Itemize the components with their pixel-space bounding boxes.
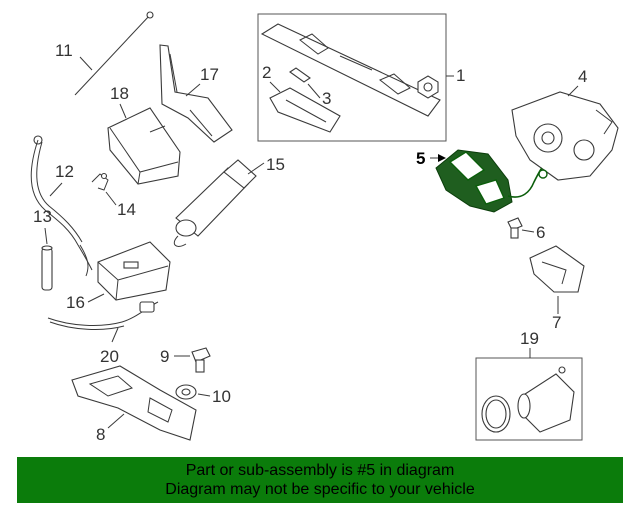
- callout-20: 20: [100, 347, 119, 366]
- leader-18: [119, 103, 127, 119]
- leader-2: [269, 81, 281, 93]
- part-3-pin[interactable]: [289, 67, 311, 83]
- part-13-cylinder[interactable]: [41, 245, 53, 291]
- part-10-washer[interactable]: [175, 384, 197, 400]
- callout-3: 3: [322, 89, 331, 108]
- callout-10: 10: [212, 387, 231, 406]
- callout-7: 7: [552, 313, 561, 332]
- leader-6: [521, 229, 535, 233]
- banner-line-2: Diagram may not be specific to your vehi…: [165, 481, 475, 498]
- callout-14: 14: [117, 200, 136, 219]
- callout-9: 9: [160, 347, 169, 366]
- assembly-box-1: [257, 13, 447, 142]
- callout-12: 12: [55, 162, 74, 181]
- banner-line-1: Part or sub-assembly is #5 in diagram: [185, 462, 455, 479]
- info-banner: Part or sub-assembly is #5 in diagram Di…: [17, 457, 623, 503]
- part-12-wiring-harness[interactable]: [30, 139, 93, 277]
- leader-8: [107, 413, 125, 429]
- part-6-bolt[interactable]: [507, 217, 523, 239]
- arrow-5-icon: [438, 154, 446, 162]
- part-18-module[interactable]: [107, 107, 181, 185]
- part-5-latch-assembly[interactable]: [435, 149, 548, 213]
- callout-15: 15: [266, 155, 285, 174]
- part-15-lock-actuator[interactable]: [173, 159, 257, 247]
- parts-diagram: 11 12 13 14 18 17 15: [30, 11, 619, 444]
- callout-8: 8: [96, 425, 105, 444]
- leader-15: [247, 162, 265, 175]
- part-1-handle-housing[interactable]: [260, 23, 441, 117]
- part-2-switch[interactable]: [269, 87, 341, 133]
- part-11-gas-strut[interactable]: [33, 11, 154, 145]
- callout-5: 5: [416, 149, 425, 168]
- callout-4: 4: [578, 67, 587, 86]
- callout-17: 17: [200, 65, 219, 84]
- part-1-nut[interactable]: [417, 75, 439, 99]
- part-9-bolt[interactable]: [191, 347, 211, 373]
- part-8-latch-bracket[interactable]: [71, 365, 197, 441]
- callout-13: 13: [33, 207, 52, 226]
- leader-4: [567, 85, 579, 97]
- leader-16: [87, 293, 105, 303]
- leader-3: [307, 83, 321, 99]
- callout-16: 16: [66, 293, 85, 312]
- leader-14: [105, 191, 117, 206]
- part-20-cable[interactable]: [47, 301, 159, 330]
- leader-11: [79, 56, 93, 71]
- callout-2: 2: [262, 63, 271, 82]
- part-16-control-module[interactable]: [97, 241, 171, 301]
- leader-20: [111, 327, 119, 343]
- part-7-cover[interactable]: [529, 245, 585, 293]
- leader-13: [44, 227, 48, 245]
- leader-17: [185, 83, 201, 97]
- leader-12: [49, 182, 63, 197]
- leader-10: [197, 393, 211, 397]
- callout-19: 19: [520, 329, 539, 348]
- part-19-motor[interactable]: [481, 366, 575, 433]
- assembly-box-19: [475, 357, 583, 441]
- callout-1: 1: [456, 66, 465, 85]
- callout-6: 6: [536, 223, 545, 242]
- callout-11: 11: [55, 41, 73, 60]
- part-17-bracket[interactable]: [159, 44, 233, 143]
- part-14-clip[interactable]: [91, 172, 109, 191]
- callout-18: 18: [110, 84, 129, 103]
- part-4-motor-housing[interactable]: [511, 91, 619, 181]
